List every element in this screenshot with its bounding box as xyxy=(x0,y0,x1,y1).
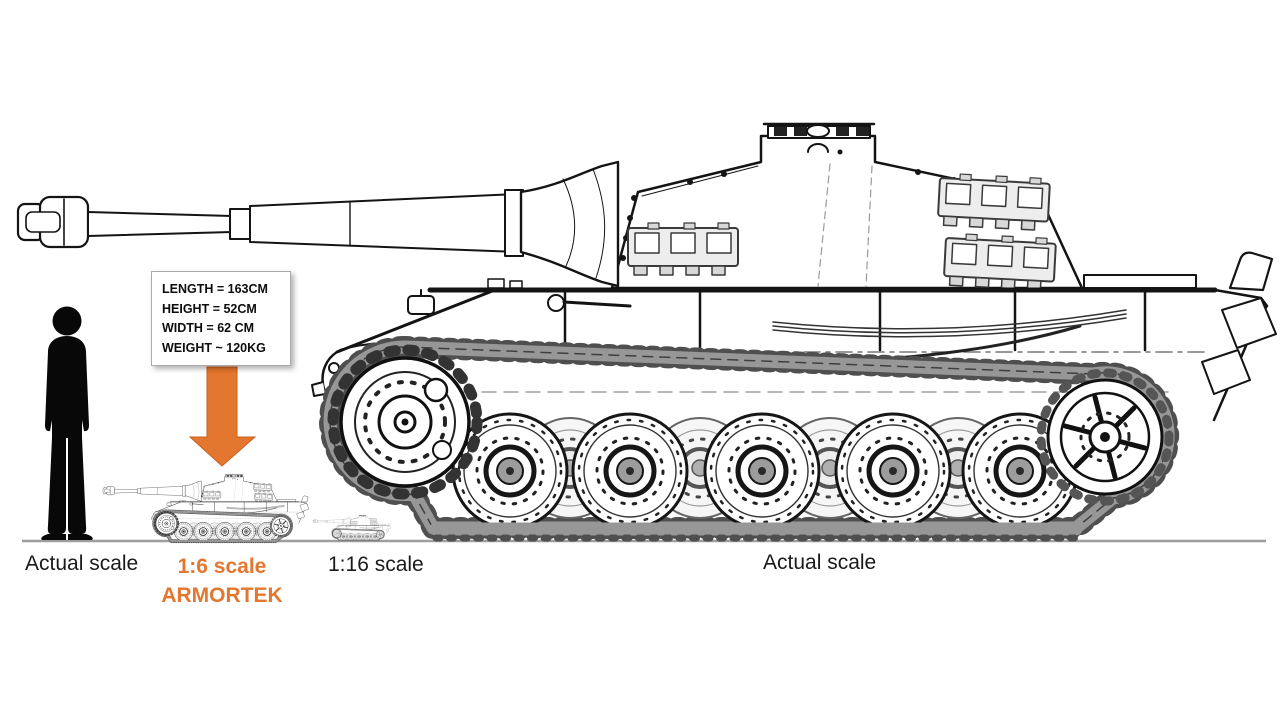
spec-width: WIDTH = 62 CM xyxy=(162,321,255,335)
label-actual-scale-right: Actual scale xyxy=(763,551,877,574)
spec-length: LENGTH = 163CM xyxy=(162,282,268,296)
label-1-16-scale: 1:16 scale xyxy=(328,553,424,576)
tank-drawing-1-6-scale xyxy=(103,475,309,543)
label-actual-scale-left: Actual scale xyxy=(25,552,139,575)
down-arrow-icon xyxy=(188,366,257,467)
label-armortek-brand: ARMORTEK xyxy=(161,584,283,607)
spec-height: HEIGHT = 52CM xyxy=(162,301,257,316)
spec-weight: WEIGHT ~ 120KG xyxy=(162,340,266,355)
label-1-6-scale: 1:6 scale xyxy=(177,555,267,578)
tank-drawing-1-16-scale xyxy=(313,515,391,541)
label-1-6-scale-group: 1:6 scale ARMORTEK xyxy=(155,552,289,610)
spec-callout-box: LENGTH = 163CM HEIGHT = 52CM WIDTH = 62 … xyxy=(151,271,291,366)
human-silhouette xyxy=(41,306,93,540)
